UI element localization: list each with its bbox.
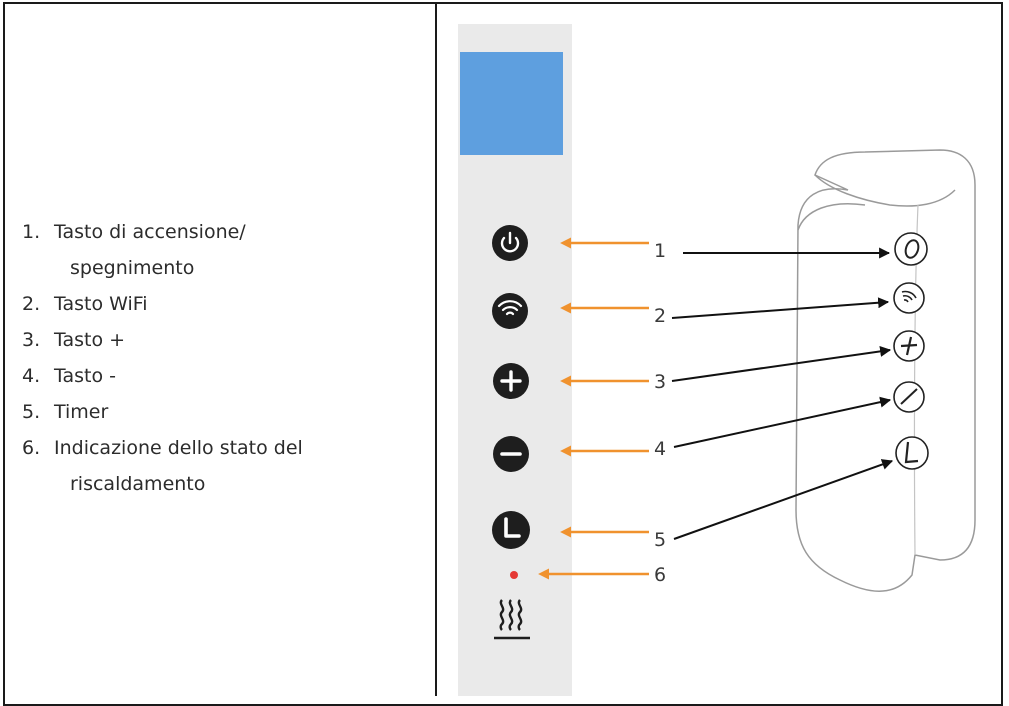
black-arrow-5 bbox=[673, 459, 894, 540]
remote-plus-button bbox=[893, 330, 925, 362]
legend-number: 6. bbox=[22, 437, 41, 459]
remote-timer-button bbox=[895, 436, 929, 470]
legend-text-continued: riscaldamento bbox=[70, 473, 206, 495]
black-arrow-3 bbox=[671, 345, 892, 382]
legend-text: Tasto - bbox=[54, 365, 116, 387]
callout-number-4: 4 bbox=[654, 438, 666, 460]
legend-item-4: 4. Tasto - bbox=[22, 358, 422, 394]
legend-list: 1. Tasto di accensione/ spegnimento 2. T… bbox=[22, 214, 422, 502]
panel-timer-button bbox=[492, 511, 530, 549]
minus-icon bbox=[900, 388, 918, 405]
black-arrow-4 bbox=[673, 396, 892, 448]
legend-text: Tasto + bbox=[54, 329, 126, 351]
callout-number-1: 1 bbox=[654, 240, 666, 262]
legend-item-1: 1. Tasto di accensione/ spegnimento bbox=[22, 214, 422, 286]
remote-control bbox=[795, 149, 976, 592]
power-icon bbox=[904, 239, 920, 259]
column-divider bbox=[435, 2, 437, 696]
legend-text: Tasto WiFi bbox=[54, 293, 148, 315]
legend-item-2: 2. Tasto WiFi bbox=[22, 286, 422, 322]
wifi-icon bbox=[901, 290, 917, 303]
plus-icon bbox=[500, 370, 522, 392]
wifi-icon bbox=[497, 300, 523, 316]
legend-number: 4. bbox=[22, 365, 41, 387]
legend-text: Timer bbox=[54, 401, 109, 423]
power-icon bbox=[500, 231, 520, 253]
panel-display bbox=[460, 52, 563, 155]
callout-number-3: 3 bbox=[654, 371, 666, 393]
legend-number: 2. bbox=[22, 293, 41, 315]
callout-number-6: 6 bbox=[654, 564, 666, 586]
legend-text: Indicazione dello stato del bbox=[54, 437, 303, 459]
status-led bbox=[510, 571, 518, 579]
black-callout-arrows bbox=[671, 247, 894, 540]
panel-plus-button bbox=[493, 363, 529, 399]
timer-icon bbox=[504, 517, 521, 538]
heating-icon bbox=[494, 599, 530, 640]
remote-wifi-button bbox=[893, 282, 925, 314]
legend-number: 1. bbox=[22, 221, 41, 243]
remote-minus-button bbox=[893, 381, 925, 413]
panel-power-button bbox=[492, 225, 528, 261]
legend-item-3: 3. Tasto + bbox=[22, 322, 422, 358]
legend-number: 5. bbox=[22, 401, 41, 423]
timer-icon bbox=[904, 441, 919, 464]
legend-item-6: 6. Indicazione dello stato del riscaldam… bbox=[22, 430, 422, 502]
legend-number: 3. bbox=[22, 329, 41, 351]
legend-item-5: 5. Timer bbox=[22, 394, 422, 430]
black-arrow-2 bbox=[671, 297, 890, 319]
panel-wifi-button bbox=[492, 293, 528, 329]
plus-icon bbox=[900, 336, 918, 356]
callout-number-2: 2 bbox=[654, 305, 666, 327]
legend-text: Tasto di accensione/ bbox=[54, 221, 246, 243]
panel-minus-button bbox=[493, 436, 529, 472]
remote-power-button bbox=[894, 232, 928, 266]
legend-text-continued: spegnimento bbox=[70, 257, 195, 279]
orange-callout-arrows bbox=[538, 237, 649, 580]
callout-number-5: 5 bbox=[654, 529, 666, 551]
